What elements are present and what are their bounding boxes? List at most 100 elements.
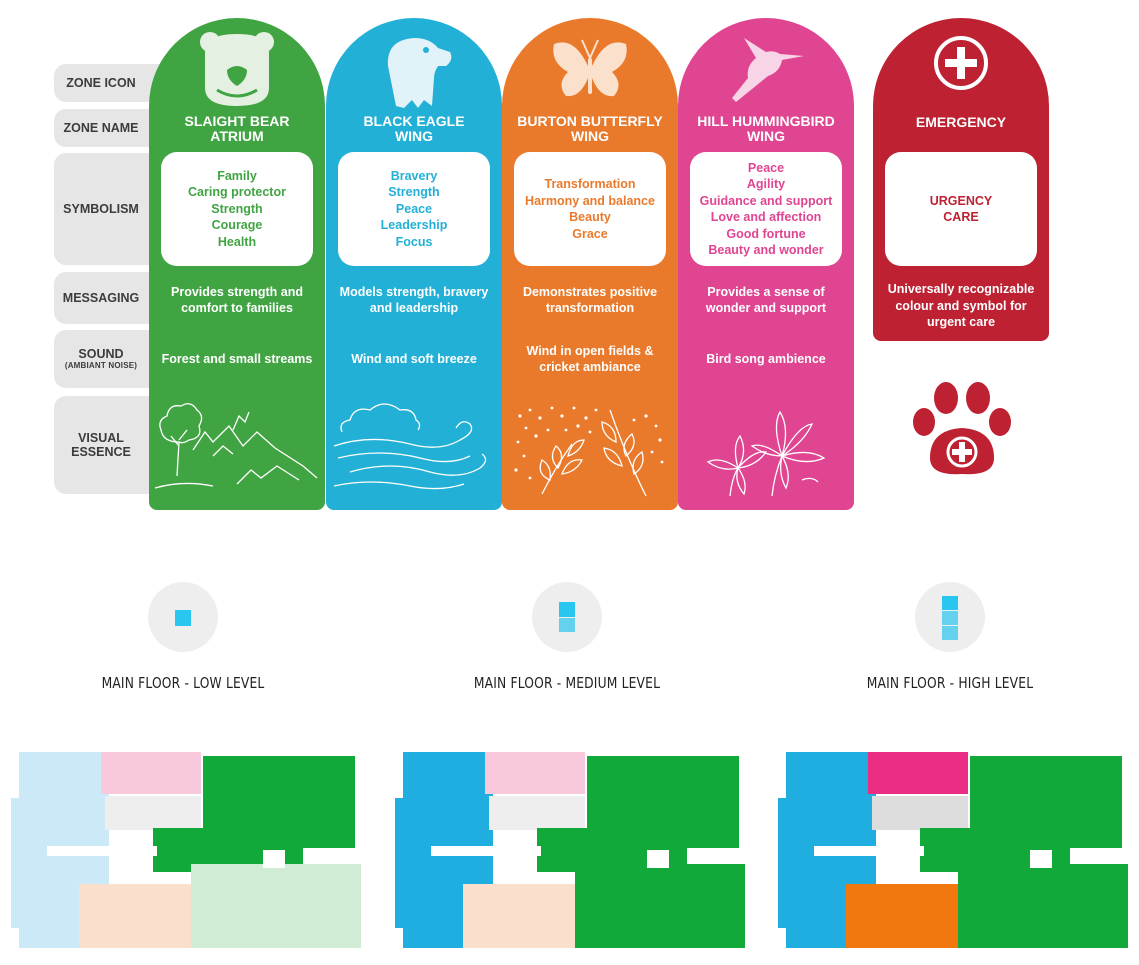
sound-text: Wind in open fields & cricket ambiance — [508, 340, 672, 378]
zone-name: SLAIGHT BEAR ATRIUM — [153, 114, 321, 144]
messaging-line: comfort to families — [181, 301, 293, 315]
symbolism-item: Peace — [395, 201, 433, 216]
floor-map-low — [11, 752, 361, 948]
level-bar — [175, 610, 191, 626]
butterfly-icon — [553, 39, 627, 97]
row-label-text: SYMBOLISM — [63, 202, 139, 216]
messaging-text: Universally recognizable colour and symb… — [879, 280, 1043, 332]
sound-text: Wind and soft breeze — [332, 340, 496, 378]
messaging-text: Models strength, bravery and leadership — [332, 280, 496, 320]
row-label-subtext: (AMBIANT NOISE) — [64, 361, 138, 370]
messaging-line: Universally recognizable — [887, 282, 1035, 297]
level-indicator — [148, 582, 218, 652]
sound-line: Wind in open fields & — [526, 343, 654, 358]
symbolism-box: Family Caring protector Strength Courage… — [161, 152, 313, 266]
level-bars-icon — [175, 610, 191, 626]
row-label-text: MESSAGING — [62, 291, 140, 305]
symbolism-box: Bravery Strength Peace Leadership Focus — [338, 152, 490, 266]
level-bars-icon — [559, 602, 575, 632]
symbolism-item: Focus — [395, 234, 433, 249]
zone-icon-slot — [873, 34, 1049, 92]
zone-name-line: BURTON BUTTERFLY — [517, 113, 663, 129]
sound-line: cricket ambiance — [539, 360, 641, 374]
zone-column-emergency: EMERGENCY URGENCY CARE Universally recog… — [873, 18, 1049, 341]
level-title: MAIN FLOOR - HIGH LEVEL — [866, 674, 1034, 692]
sound-text: Bird song ambience — [684, 340, 848, 378]
sound-line: Forest and small streams — [161, 351, 313, 366]
symbolism-item: Caring protector — [188, 185, 286, 200]
messaging-text: Demonstrates positive transformation — [508, 280, 672, 320]
visual-essence-slot — [330, 396, 498, 500]
level-indicator — [915, 582, 985, 652]
zone-name: BURTON BUTTERFLY WING — [506, 114, 674, 144]
level-title: MAIN FLOOR - MEDIUM LEVEL — [473, 674, 661, 692]
level-bar — [942, 596, 958, 610]
hummingbird-icon — [732, 38, 804, 102]
level-panel-medium: MAIN FLOOR - MEDIUM LEVEL — [387, 582, 747, 962]
zone-column-butterfly: BURTON BUTTERFLY WING Transformation Har… — [502, 18, 678, 510]
messaging-line: Demonstrates positive — [522, 284, 658, 299]
messaging-line: Provides strength and — [171, 284, 303, 299]
symbolism-item: Bravery — [390, 168, 438, 183]
row-label-text: ZONE ICON — [66, 76, 136, 90]
level-panel-low: MAIN FLOOR - LOW LEVEL — [3, 582, 363, 962]
level-title: MAIN FLOOR - LOW LEVEL — [101, 674, 265, 692]
row-label-text: ESSENCE — [71, 445, 131, 459]
symbolism-item: Beauty and wonder — [708, 243, 824, 257]
row-label-zone-icon: ZONE ICON — [54, 64, 162, 102]
messaging-line: Provides a sense of — [707, 284, 825, 299]
level-indicator — [532, 582, 602, 652]
sound-line: Wind and soft breeze — [351, 351, 477, 366]
zone-name-line: HILL HUMMINGBIRD — [697, 113, 835, 129]
trees-mountains-illustration — [154, 403, 318, 489]
level-bar — [942, 611, 958, 625]
zone-column-eagle: BLACK EAGLE WING Bravery Strength Peace … — [326, 18, 502, 510]
symbolism-item: Beauty — [569, 210, 611, 224]
symbolism-item: Harmony and balance — [525, 193, 655, 208]
zone-icon-slot — [502, 26, 678, 116]
zone-icon-slot — [326, 26, 502, 116]
symbolism-item: Peace — [747, 160, 785, 175]
zone-name-line: ATRIUM — [210, 128, 264, 144]
sound-line: Bird song ambience — [706, 351, 826, 366]
messaging-text: Provides strength and comfort to familie… — [155, 280, 319, 320]
messaging-line: colour and symbol for — [895, 298, 1027, 313]
messaging-line: Models strength, bravery — [339, 284, 489, 299]
zone-name: EMERGENCY — [915, 114, 1007, 130]
zone-column-bear: SLAIGHT BEAR ATRIUM Family Caring protec… — [149, 18, 325, 510]
row-label-text: SOUND — [78, 347, 124, 361]
symbolism-item: Family — [217, 168, 257, 183]
row-label-text: ZONE NAME — [63, 121, 139, 135]
symbolism-item: CARE — [943, 210, 979, 224]
floor-map-high — [778, 752, 1128, 948]
level-bar — [559, 618, 575, 632]
row-label-symbolism: SYMBOLISM — [54, 153, 162, 265]
messaging-line: wonder and support — [705, 301, 827, 315]
zone-name-line: WING — [394, 128, 434, 144]
zone-column-hummingbird: HILL HUMMINGBIRD WING Peace Agility Guid… — [678, 18, 854, 510]
symbolism-item: Strength — [211, 201, 263, 216]
symbolism-item: URGENCY — [929, 193, 993, 208]
zone-icon-slot — [678, 26, 854, 116]
symbolism-item: Agility — [746, 177, 786, 191]
sound-text: Forest and small streams — [155, 340, 319, 378]
symbolism-item: Strength — [388, 185, 440, 200]
floor-map-medium — [395, 752, 745, 948]
plus-circle-icon — [934, 36, 988, 90]
paw-plus-icon — [913, 382, 1011, 475]
visual-essence-slot — [506, 396, 674, 500]
symbolism-item: Good fortune — [726, 226, 806, 241]
level-panel-high: MAIN FLOOR - HIGH LEVEL — [770, 582, 1130, 962]
level-bar — [942, 626, 958, 640]
level-bar — [559, 602, 575, 617]
leaves-illustration — [514, 406, 664, 497]
symbolism-item: Transformation — [544, 177, 636, 191]
row-label-sound: SOUND (AMBIANT NOISE) — [54, 330, 162, 388]
zone-name: BLACK EAGLE WING — [330, 114, 498, 144]
row-label-messaging: MESSAGING — [54, 272, 162, 324]
zone-name-line: WING — [746, 128, 786, 144]
symbolism-item: Leadership — [380, 218, 448, 233]
flowers-illustration — [706, 410, 826, 497]
symbolism-box: Peace Agility Guidance and support Love … — [690, 152, 842, 266]
symbolism-item: Health — [217, 234, 257, 249]
